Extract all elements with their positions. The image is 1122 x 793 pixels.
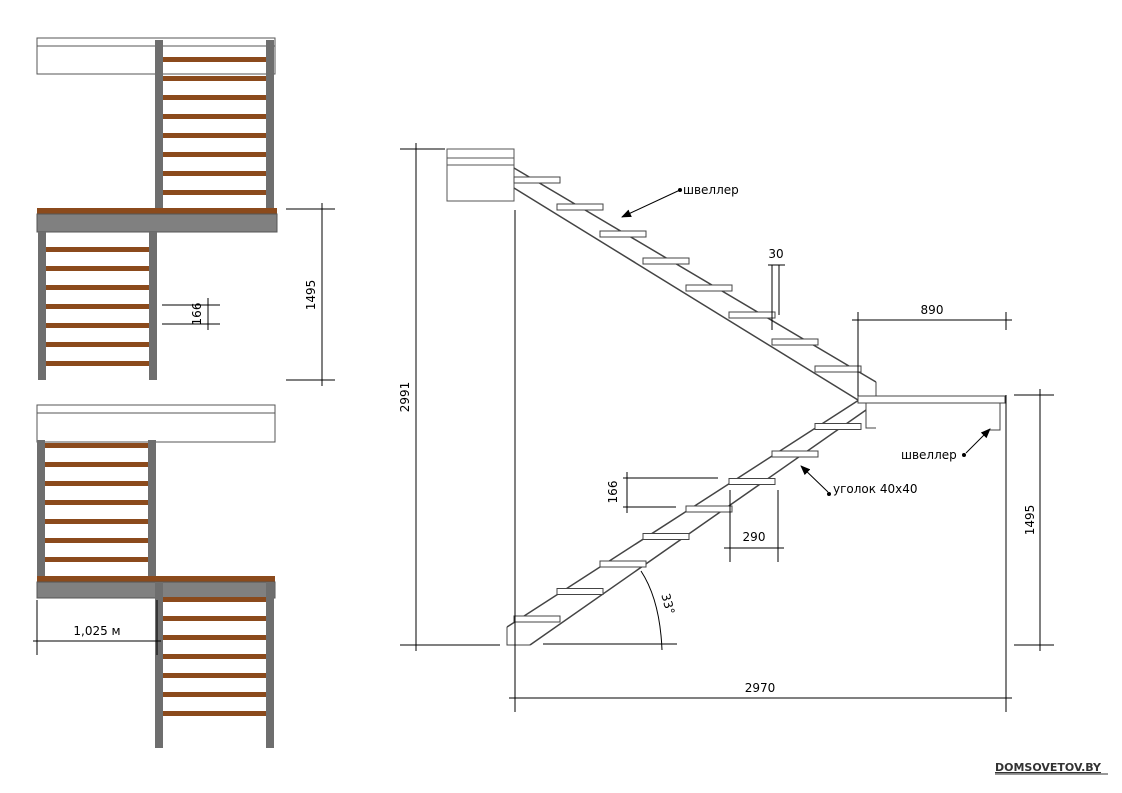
- stair-rung: [46, 285, 149, 290]
- landing-box: [36, 404, 276, 443]
- stair-rung: [45, 538, 148, 543]
- stair-rung: [163, 616, 266, 621]
- label-channel-top: швеллер: [683, 183, 739, 197]
- upper-tread: [685, 284, 733, 292]
- beam: [36, 213, 278, 233]
- upper-tread: [728, 311, 776, 319]
- side-view: [400, 143, 1054, 712]
- post: [155, 40, 163, 210]
- stair-rung: [163, 597, 266, 602]
- post: [148, 440, 156, 582]
- upper-tread: [513, 176, 561, 184]
- upper-stringer: [513, 167, 877, 383]
- stair-rung: [163, 190, 266, 195]
- upper-tread: [771, 338, 819, 346]
- dim-riser: 166: [190, 303, 204, 326]
- stair-rung: [163, 635, 266, 640]
- lower-tread: [556, 588, 604, 595]
- post: [37, 440, 45, 582]
- plan-view-lower: 1,025 м: [33, 404, 276, 748]
- upper-tread: [814, 365, 862, 373]
- floor-plank: [37, 576, 275, 582]
- stair-rung: [45, 481, 148, 486]
- stair-rung: [163, 57, 266, 62]
- upper-tread: [642, 257, 690, 265]
- lower-tread: [599, 560, 647, 568]
- lower-tread: [771, 450, 819, 458]
- stair-rung: [45, 557, 148, 562]
- dim-riser: 166: [606, 481, 620, 504]
- stair-rung: [46, 266, 149, 271]
- dim-landing: 890: [921, 303, 944, 317]
- stair-rung: [163, 95, 266, 100]
- upper-tread: [556, 203, 604, 211]
- stair-rung: [163, 152, 266, 157]
- stair-rung: [45, 519, 148, 524]
- stair-rung: [163, 654, 266, 659]
- label-channel-landing: швеллер: [901, 448, 957, 462]
- stair-rung: [163, 171, 266, 176]
- post: [266, 582, 274, 748]
- stair-rung: [163, 711, 266, 716]
- plan-view-upper: 1495 166: [36, 37, 335, 386]
- watermark: DOMSOVETOV.BY: [995, 761, 1102, 774]
- dim-total-length: 2970: [745, 681, 776, 695]
- label-angle-iron: уголок 40x40: [833, 482, 917, 496]
- top-landing-box: [446, 148, 515, 202]
- stair-rung: [45, 500, 148, 505]
- angle-label: 33°: [658, 592, 677, 616]
- lower-tread: [814, 423, 862, 430]
- post: [155, 582, 163, 748]
- stair-rung: [46, 361, 149, 366]
- stair-rung: [45, 462, 148, 467]
- stair-rung: [45, 443, 148, 448]
- stair-rung: [163, 114, 266, 119]
- stair-rung: [46, 342, 149, 347]
- lower-tread: [513, 615, 561, 623]
- stair-rung: [163, 673, 266, 678]
- side-view-labels: 2991 2970 1495 890 30 166 290 33° швелле…: [398, 183, 1037, 695]
- stair-rung: [46, 323, 149, 328]
- dim-height: 1495: [304, 280, 318, 311]
- dim-total-height: 2991: [398, 382, 412, 413]
- stair-rung: [163, 133, 266, 138]
- dim-tread-thickness: 30: [768, 247, 783, 261]
- lower-tread: [685, 505, 733, 513]
- lower-tread: [642, 533, 690, 540]
- dim-lower-height: 1495: [1023, 505, 1037, 536]
- dim-tread-depth: 290: [743, 530, 766, 544]
- stair-rung: [163, 76, 266, 81]
- dim-width: 1,025 м: [73, 624, 120, 638]
- upper-tread: [599, 230, 647, 238]
- lower-tread: [728, 478, 776, 485]
- mid-landing: [857, 395, 1006, 404]
- post: [149, 232, 157, 380]
- stair-rung: [163, 692, 266, 697]
- floor-plank: [37, 208, 277, 214]
- post: [38, 232, 46, 380]
- post: [266, 40, 274, 210]
- stair-rung: [46, 304, 149, 309]
- stair-rung: [46, 247, 149, 252]
